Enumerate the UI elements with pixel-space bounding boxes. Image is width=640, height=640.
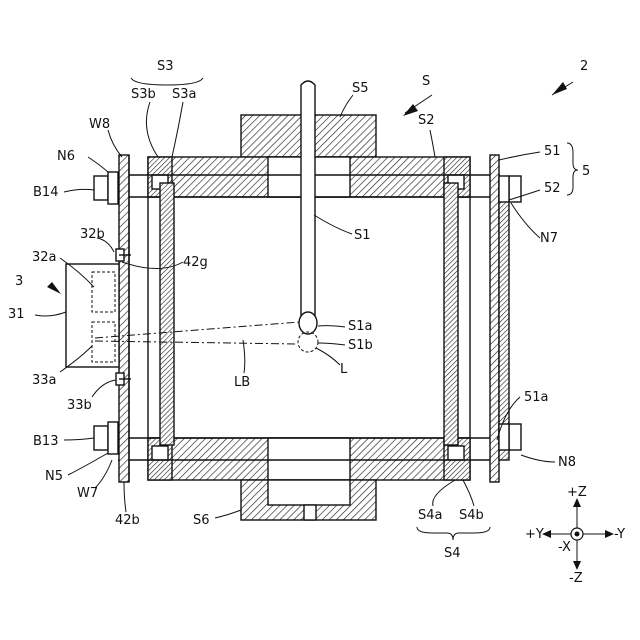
label-lb: LB [234, 375, 250, 390]
label-b14: B14 [33, 185, 58, 200]
label-w8: W8 [89, 117, 110, 132]
bottom-plate [148, 438, 470, 480]
probe-rod-s1 [298, 81, 318, 352]
label-51a: 51a [524, 390, 549, 405]
label-n8: N8 [558, 455, 576, 470]
label-s1: S1 [354, 228, 371, 243]
left-mount-plate-42b [119, 155, 129, 482]
axis-label-py: +Y [525, 527, 544, 542]
label-s: S [422, 74, 430, 89]
axis-label-nz: -Z [569, 571, 583, 586]
label-31: 31 [8, 307, 25, 322]
bottom-block-s6 [241, 480, 376, 520]
label-b13: B13 [33, 434, 58, 449]
label-2: 2 [580, 59, 588, 74]
label-33a: 33a [32, 373, 57, 388]
arrow-2 [552, 82, 567, 95]
axis-label-ny: -Y [614, 527, 625, 542]
label-s6: S6 [193, 513, 210, 528]
left-window-s3 [148, 183, 174, 445]
bolt-b13 [94, 422, 118, 454]
axis-label-nx: -X [558, 540, 571, 555]
label-33b: 33b [67, 398, 92, 413]
label-s2: S2 [418, 113, 435, 128]
axis-indicator: +Z +Y -X -Y -Z [525, 485, 625, 586]
label-32a: 32a [32, 250, 57, 265]
label-s1b: S1b [348, 338, 373, 353]
label-42g: 42g [183, 255, 208, 270]
label-5: 5 [582, 164, 590, 179]
label-s5: S5 [352, 81, 369, 96]
label-52: 52 [544, 181, 561, 196]
label-s1a: S1a [348, 319, 373, 334]
label-n5: N5 [45, 469, 63, 484]
label-l: L [340, 362, 348, 377]
arrow-3 [47, 282, 61, 294]
label-32b: 32b [80, 227, 105, 242]
label-51: 51 [544, 144, 561, 159]
label-s4b: S4b [459, 508, 484, 523]
label-s3b: S3b [131, 87, 156, 102]
label-3: 3 [15, 274, 23, 289]
label-w7: W7 [77, 486, 98, 501]
label-42b: 42b [115, 513, 140, 528]
label-s4: S4 [444, 546, 461, 561]
label-s4a: S4a [418, 508, 443, 523]
bolt-b14 [94, 172, 118, 204]
nut-n7 [499, 176, 521, 202]
nut-n8 [499, 424, 521, 450]
label-s3: S3 [157, 59, 174, 74]
right-window-s4 [444, 183, 470, 445]
label-s3a: S3a [172, 87, 197, 102]
axis-label-pz: +Z [567, 485, 587, 500]
label-n7: N7 [540, 231, 558, 246]
label-n6: N6 [57, 149, 75, 164]
